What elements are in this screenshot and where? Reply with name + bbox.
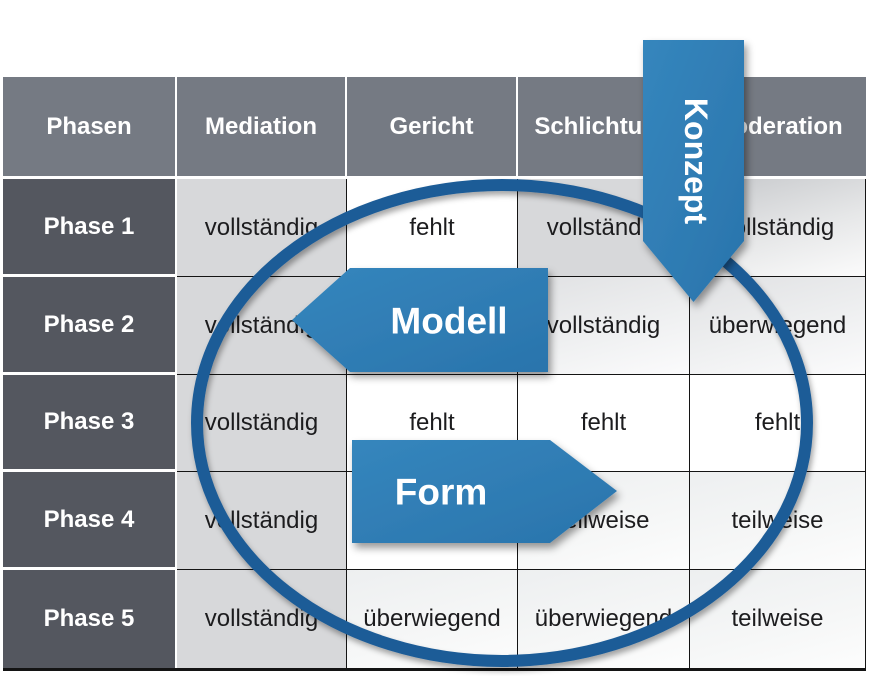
row-header-label: Phase 3 [43, 408, 135, 435]
column-header-mediation: Mediation [177, 77, 347, 179]
table-cell: vollständig [177, 472, 347, 570]
cell-value: teilweise [731, 605, 824, 632]
table-cell: vollständig [518, 277, 690, 375]
cell-value: fehlt [754, 409, 801, 436]
cell-value: überwiegend [534, 605, 673, 632]
row-header-phase-4: Phase 4 [3, 472, 177, 570]
table-cell [347, 277, 518, 375]
table-cell: vollständig [177, 179, 347, 277]
table-cell: vollständig [177, 375, 347, 472]
cell-value: vollständig [204, 409, 319, 436]
cell-value: überwiegend [708, 311, 847, 339]
cell-value: vollständig [204, 605, 319, 632]
table-cell: fehlt [518, 375, 690, 472]
row-header-label: Phase 1 [43, 212, 135, 240]
column-header-label: Mediation [205, 112, 317, 140]
cell-value: vollständig [204, 213, 319, 241]
cell-value: teilweise [557, 506, 650, 534]
column-header-label: Moderation [713, 112, 843, 140]
cell-value: fehlt [580, 409, 627, 436]
table-cell [347, 472, 518, 570]
table-cell: teilweise [690, 570, 866, 668]
row-header-phase-3: Phase 3 [3, 375, 177, 472]
table-cell: fehlt [347, 375, 518, 472]
cell-value: fehlt [409, 213, 455, 241]
column-header-label: Gericht [389, 112, 474, 140]
row-header-label: Phase 5 [43, 605, 135, 632]
cell-value: vollständig [720, 213, 835, 241]
cell-value: vollständig [546, 311, 661, 339]
column-header-phasen: Phasen [3, 77, 177, 179]
table-cell: vollständig [518, 179, 690, 277]
row-header-phase-1: Phase 1 [3, 179, 177, 277]
cell-value: vollständig [546, 213, 661, 241]
table-cell: überwiegend [347, 570, 518, 668]
column-header-gericht: Gericht [347, 77, 518, 179]
table-cell: vollständig [177, 570, 347, 668]
table-cell: vollständig [690, 179, 866, 277]
cell-value: vollständig [204, 506, 319, 534]
cell-value: überwiegend [363, 605, 501, 632]
table-cell: teilweise [690, 472, 866, 570]
phases-comparison-table: Phasen Mediation Gericht Schlichtung Mod… [3, 77, 866, 671]
column-header-schlichtung: Schlichtung [518, 77, 690, 179]
cell-value: vollständig [204, 311, 319, 339]
column-header-label: Schlichtung [534, 112, 672, 140]
row-header-label: Phase 2 [43, 310, 135, 338]
column-header-label: Phasen [46, 112, 132, 140]
table-cell: fehlt [690, 375, 866, 472]
table-cell: teilweise [518, 472, 690, 570]
cell-value: teilweise [731, 506, 824, 534]
table-cell: fehlt [347, 179, 518, 277]
row-header-phase-2: Phase 2 [3, 277, 177, 375]
column-header-moderation: Moderation [690, 77, 866, 179]
table-cell: überwiegend [518, 570, 690, 668]
table-cell: vollständig [177, 277, 347, 375]
table-cell: überwiegend [690, 277, 866, 375]
cell-value: fehlt [409, 409, 455, 436]
row-header-label: Phase 4 [43, 505, 135, 533]
row-header-phase-5: Phase 5 [3, 570, 177, 668]
